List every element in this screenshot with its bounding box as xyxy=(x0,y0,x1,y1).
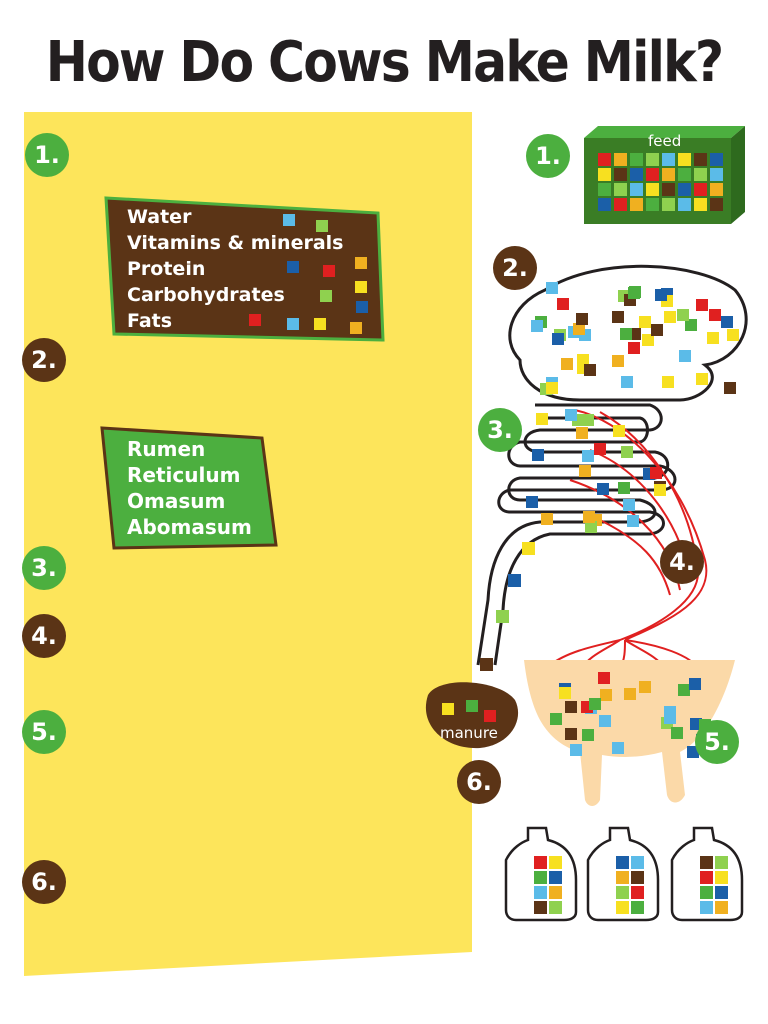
left-step-2: 2. xyxy=(22,338,66,382)
right-step-5: 5. xyxy=(695,720,739,764)
page-title: How Do Cows Make Milk? xyxy=(45,30,724,95)
stomach-parts-list: Rumen Reticulum Omasum Abomasum xyxy=(127,436,252,540)
left-step-1: 1. xyxy=(25,133,69,177)
right-step-6: 6. xyxy=(457,760,501,804)
right-step-1: 1. xyxy=(526,134,570,178)
nutrient-carbohydrates: Carbohydrates xyxy=(127,284,285,306)
feed-label: feed xyxy=(648,132,682,150)
nutrient-fats: Fats xyxy=(127,310,173,332)
stomach-reticulum: Reticulum xyxy=(127,463,241,487)
manure-label: manure xyxy=(440,724,498,742)
nutrient-protein: Protein xyxy=(127,258,206,280)
left-step-4: 4. xyxy=(22,614,66,658)
udder xyxy=(524,660,735,806)
right-step-2: 2. xyxy=(493,246,537,290)
left-step-5: 5. xyxy=(22,710,66,754)
nutrient-water: Water xyxy=(127,206,192,228)
left-step-3: 3. xyxy=(22,546,66,590)
stomach-rumen: Rumen xyxy=(127,437,206,461)
left-step-6: 6. xyxy=(22,860,66,904)
stomach-omasum: Omasum xyxy=(127,489,226,513)
stomach-abomasum: Abomasum xyxy=(127,515,252,539)
right-step-4: 4. xyxy=(660,540,704,584)
right-step-3: 3. xyxy=(478,408,522,452)
nutrient-vitamins-minerals: Vitamins & minerals xyxy=(127,232,344,254)
nutrients-list: Water Vitamins & minerals Protein Carboh… xyxy=(127,204,343,334)
